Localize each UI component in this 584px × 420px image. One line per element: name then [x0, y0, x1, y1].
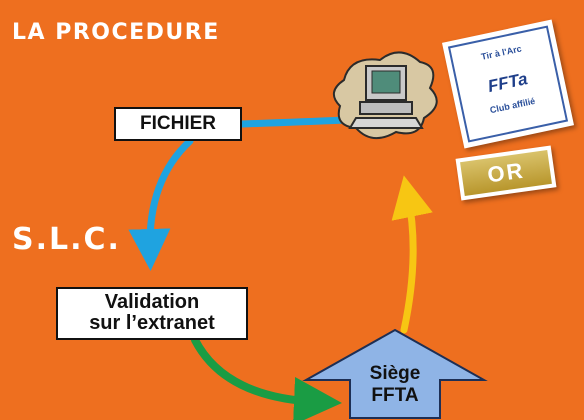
green-arrow — [191, 336, 342, 420]
siege-node: Siège FFTA — [355, 363, 435, 407]
badge-top-text: Tir à l'Arc — [480, 43, 523, 62]
blue-arrow — [238, 116, 349, 128]
or-label: OR — [460, 150, 552, 196]
validation-node: Validation sur l’extranet — [56, 287, 248, 340]
computer-icon — [333, 51, 438, 139]
siege-house — [302, 328, 488, 419]
fichier-label: FICHIER — [140, 113, 216, 134]
blue-arrow-curve — [128, 137, 194, 271]
fichier-node: FICHIER — [114, 107, 242, 141]
siege-line2: FFTA — [371, 384, 419, 406]
validation-line1: Validation — [104, 291, 200, 313]
validation-line2: sur l’extranet — [89, 312, 215, 334]
page-title: LA PROCEDURE — [12, 20, 220, 45]
siege-line1: Siège — [369, 363, 421, 384]
yellow-arrow — [391, 175, 433, 334]
slc-label: S.L.C. — [12, 222, 121, 257]
ffta-club-badge: Tir à l'Arc FFTa Club affilié — [441, 19, 575, 149]
